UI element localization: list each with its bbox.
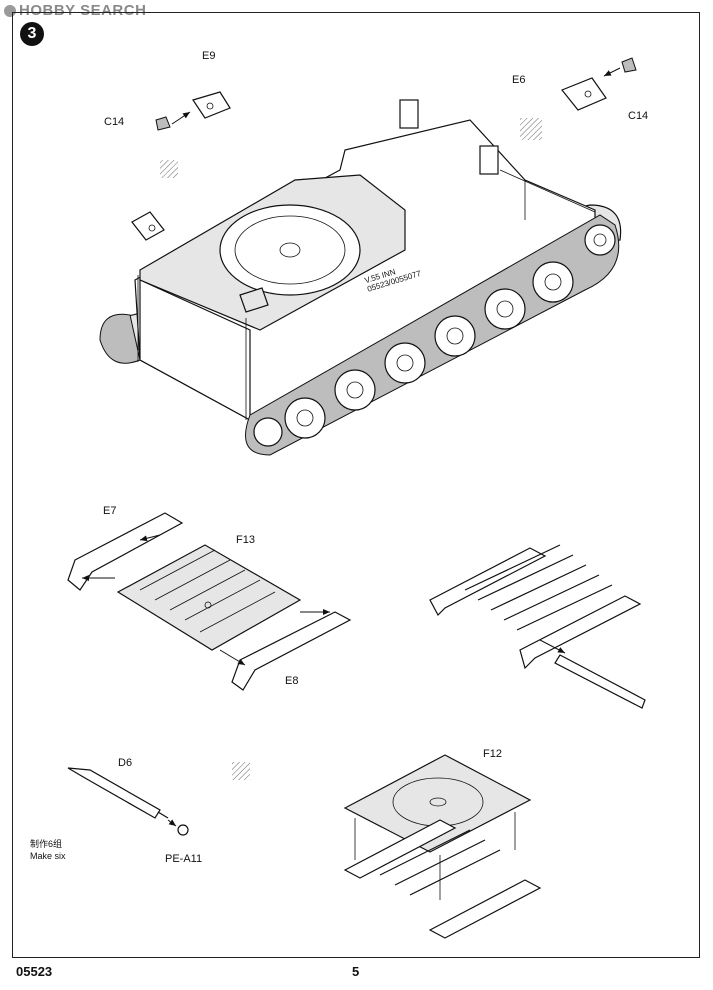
hull-assembly: [99, 99, 622, 456]
page-frame: [12, 12, 700, 958]
watermark-logo-icon: [4, 4, 16, 17]
shell-rows: [464, 544, 613, 631]
part-e7: [67, 512, 184, 591]
label-d6: D6: [118, 757, 133, 769]
turret-ring-inner: [234, 215, 346, 285]
rack-frame-rear: [429, 547, 547, 616]
watermark-text: HOBBY SEARCH: [19, 2, 147, 19]
label-e6: E6: [512, 74, 526, 86]
step-number: 3: [20, 22, 44, 46]
turret-ring: [219, 204, 361, 296]
rack-exploded: [67, 512, 352, 691]
motion-mark: [520, 118, 542, 140]
label-pe-a11: PE-A11: [165, 853, 203, 865]
label-c14-left: C14: [104, 116, 125, 128]
product-code: 05523: [16, 964, 53, 979]
page-number: 5: [352, 964, 360, 979]
part-pe-a11: [177, 824, 189, 836]
side-bracket: [131, 211, 165, 241]
road-wheels: [253, 224, 616, 447]
part-e6: [561, 77, 607, 111]
part-c14-right: [621, 57, 637, 73]
cover-assembly: [343, 754, 542, 939]
loose-shell: [554, 654, 646, 709]
watermark: HOBBY SEARCH: [4, 2, 146, 19]
mount-bracket: [239, 287, 269, 313]
part-e9: [192, 91, 231, 119]
part-f12: [343, 754, 532, 853]
hatch-part: [399, 99, 419, 129]
part-f13: [116, 544, 302, 651]
label-e7: E7: [103, 505, 117, 517]
lower-rack-rear: [343, 819, 457, 879]
rear-track-end: [99, 313, 141, 364]
turret-ring-center: [279, 242, 301, 258]
label-e9: E9: [202, 50, 216, 62]
shell-d6: [67, 767, 189, 836]
part-c14-left: [155, 116, 171, 131]
hatch-part: [479, 145, 499, 175]
motion-mark: [232, 762, 250, 780]
f13-tubes: [139, 549, 276, 633]
part-e8: [231, 611, 352, 691]
rack-loaded: [429, 544, 646, 709]
note-chinese: 制作6组: [30, 839, 63, 849]
note-english: Make six: [30, 851, 66, 861]
label-f13: F13: [236, 534, 255, 546]
assembly-note: 制作6组 Make six: [30, 838, 66, 862]
lower-rack-front: [428, 879, 542, 939]
motion-mark: [160, 160, 178, 178]
rack-frame-front: [519, 595, 642, 670]
part-d6: [67, 767, 161, 819]
label-f12: F12: [483, 748, 502, 760]
label-c14-right: C14: [628, 110, 649, 122]
label-e8: E8: [285, 675, 299, 687]
